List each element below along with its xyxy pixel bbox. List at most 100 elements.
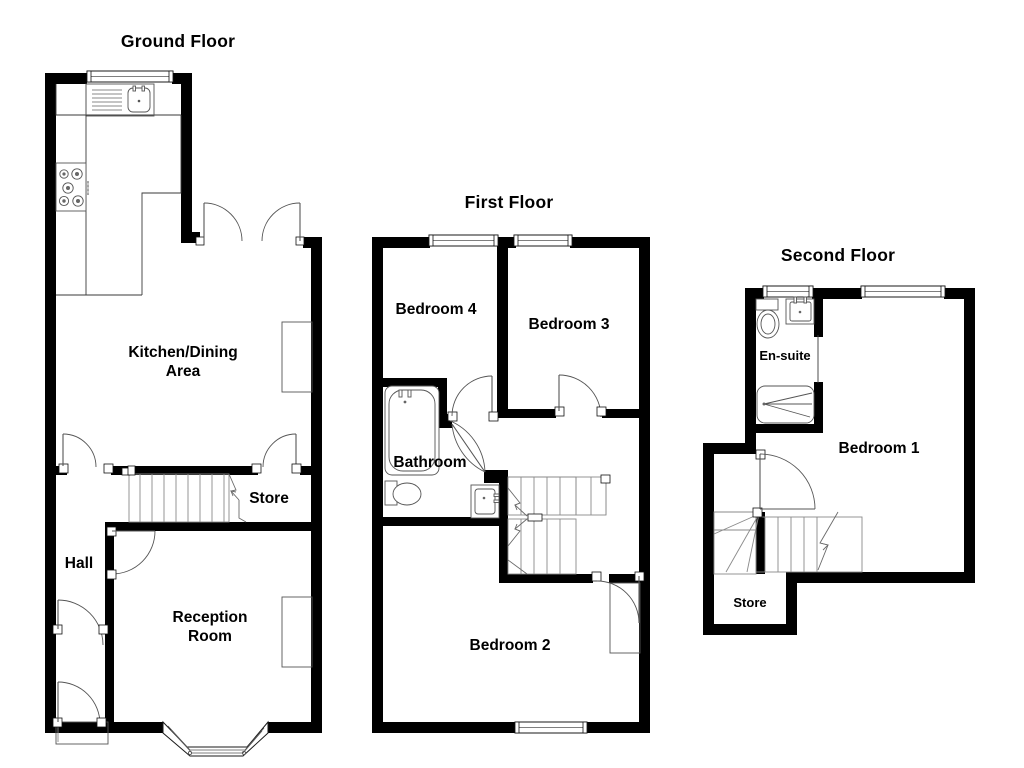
ground-floor-group: Ground Floor bbox=[45, 31, 322, 757]
ground-floor-fixtures bbox=[55, 83, 313, 757]
drainer-icon bbox=[92, 89, 122, 111]
door-swing-icon-store-kitchen bbox=[251, 433, 302, 474]
room-label-store-second: Store bbox=[733, 595, 766, 610]
first-floor-labels: Bedroom 4 Bedroom 3 Bathroom Bedroom 2 bbox=[393, 301, 609, 654]
door-swing-icon-kitchen-double-left bbox=[195, 202, 243, 246]
wall-left bbox=[45, 73, 56, 733]
worktop-top-left bbox=[55, 84, 87, 116]
radiator-kitchen bbox=[281, 321, 313, 393]
first-floor-doors bbox=[447, 374, 645, 624]
window-icon-bed2 bbox=[514, 721, 588, 734]
first-floor-windows bbox=[428, 234, 588, 734]
door-swing-icon-bed2 bbox=[591, 571, 645, 624]
sink-icon bbox=[127, 85, 151, 113]
wall-top-left bbox=[45, 73, 87, 84]
door-swing-icon-landing-bed1 bbox=[755, 449, 816, 510]
wall-hall-recep-lower bbox=[105, 600, 114, 733]
wall-sf-left-lower bbox=[703, 443, 714, 635]
wall-sf-ensuite-bottom bbox=[756, 424, 823, 433]
stairs-icon-ground bbox=[128, 473, 247, 523]
second-floor-labels: En-suite Bedroom 1 Store bbox=[733, 348, 919, 610]
room-label-bed2: Bedroom 2 bbox=[470, 637, 551, 654]
wall-ff-bottom-1 bbox=[372, 722, 515, 733]
wall-sf-top-3 bbox=[944, 288, 975, 299]
stairs-icon-second bbox=[713, 507, 863, 575]
wall-ff-right bbox=[639, 237, 650, 733]
wall-right bbox=[311, 237, 322, 733]
wall-store-bottom bbox=[105, 522, 322, 531]
door-swing-icon-hall-front bbox=[52, 681, 107, 728]
wall-ff-stair-bottom bbox=[499, 574, 593, 583]
room-label-kitchen-line1: Kitchen/Dining bbox=[128, 344, 237, 361]
wall-ff-stair-bottom-right bbox=[609, 574, 650, 583]
wall-ff-bed4-bed3 bbox=[497, 237, 508, 417]
shower-tray-icon bbox=[756, 385, 815, 424]
wall-ff-bottom-2 bbox=[586, 722, 650, 733]
door-swing-icon-bathroom bbox=[447, 419, 486, 473]
bay-window-icon bbox=[162, 720, 269, 757]
room-label-bed1: Bedroom 1 bbox=[839, 440, 920, 457]
wall-sf-top-2 bbox=[812, 288, 862, 299]
wall-ff-bath-top bbox=[383, 378, 447, 387]
wall-ff-bed3-bottom-left bbox=[497, 409, 556, 418]
wall-ff-left bbox=[372, 237, 383, 733]
window-icon-kitchen-top bbox=[86, 70, 174, 83]
second-floor-walls bbox=[703, 288, 975, 635]
wall-bottom-recep-right bbox=[268, 722, 322, 733]
door-swing-icon-bed4 bbox=[447, 375, 499, 422]
wall-sf-ensuite-right-upper bbox=[814, 299, 823, 337]
basin-icon-ensuite bbox=[785, 296, 815, 325]
wall-ff-bath-topstub bbox=[372, 378, 383, 387]
wall-sf-store-right bbox=[786, 572, 797, 635]
wall-bottom-recep-left bbox=[105, 722, 163, 733]
ground-floor-labels: Kitchen/Dining Area Store Hall Reception… bbox=[65, 344, 289, 645]
wall-kitchen-right-upper bbox=[181, 73, 192, 243]
wall-sf-store-top bbox=[786, 572, 860, 583]
toilet-icon-bathroom bbox=[384, 480, 422, 506]
second-floor-windows bbox=[762, 285, 946, 298]
second-floor-fixtures bbox=[713, 296, 863, 575]
radiator-bed2 bbox=[609, 582, 641, 654]
wall-ff-bath-right-upper bbox=[438, 378, 447, 414]
second-floor-doors bbox=[755, 449, 816, 510]
bath-icon bbox=[384, 385, 440, 476]
wall-sf-left-upper bbox=[745, 288, 756, 448]
window-icon-bed4 bbox=[428, 234, 499, 247]
wall-ff-top-1 bbox=[372, 237, 430, 248]
room-label-reception-line2: Room bbox=[188, 628, 232, 645]
wall-div-store-right-stub bbox=[300, 466, 322, 475]
ground-floor-windows bbox=[86, 70, 174, 83]
window-icon-bed3 bbox=[513, 234, 573, 247]
wall-ff-top-3 bbox=[570, 237, 650, 248]
door-swing-icon-hall-kitchen bbox=[58, 433, 114, 474]
wall-sf-step bbox=[703, 443, 756, 454]
wall-sf-bed1-bottom bbox=[860, 572, 975, 583]
wall-ff-landing-door-wedge bbox=[484, 470, 500, 483]
window-icon-bed1 bbox=[860, 285, 946, 298]
wall-sf-landing-right bbox=[756, 512, 765, 574]
wall-div-hall-stub bbox=[45, 466, 67, 475]
room-label-hall: Hall bbox=[65, 555, 93, 572]
room-label-kitchen-line2: Area bbox=[166, 363, 201, 380]
room-label-bed4: Bedroom 4 bbox=[396, 301, 477, 318]
radiator-reception bbox=[281, 596, 313, 668]
hob-icon bbox=[55, 162, 89, 212]
room-label-bathroom: Bathroom bbox=[393, 454, 466, 471]
second-floor-title: Second Floor bbox=[781, 245, 895, 265]
wall-ff-bath-bottom bbox=[372, 517, 500, 526]
room-label-ensuite: En-suite bbox=[759, 348, 810, 363]
toilet-icon-ensuite bbox=[755, 298, 780, 339]
room-label-reception-line1: Reception bbox=[173, 609, 248, 626]
door-swing-icon-bed3 bbox=[554, 374, 607, 418]
ground-floor-title: Ground Floor bbox=[121, 31, 235, 51]
wall-ff-landing-right bbox=[499, 470, 508, 583]
basin-icon-bathroom bbox=[470, 484, 500, 519]
wall-hall-recep-upper bbox=[105, 522, 114, 600]
first-floor-title: First Floor bbox=[465, 192, 554, 212]
door-swing-icon-hall-side-1 bbox=[52, 599, 109, 646]
stairs-icon-first bbox=[507, 474, 611, 575]
wall-bottom-left bbox=[45, 722, 105, 733]
ground-floor-doors bbox=[52, 202, 305, 728]
